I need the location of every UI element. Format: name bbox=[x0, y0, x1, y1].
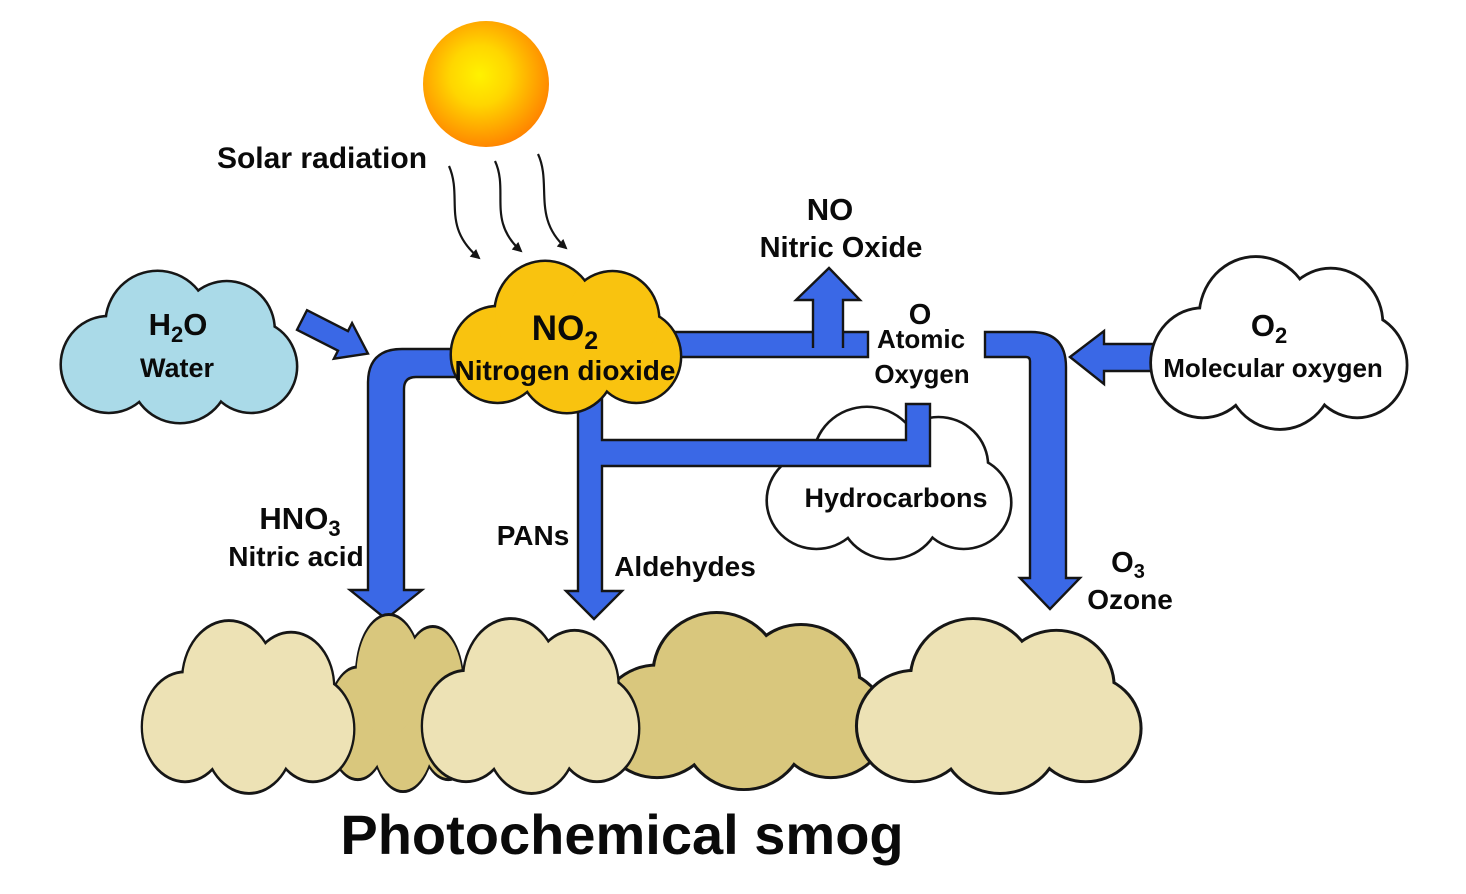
label-o-formula: O bbox=[909, 299, 932, 331]
solar-ray bbox=[494, 160, 523, 253]
label-atomic: Atomic bbox=[877, 324, 965, 354]
solar-ray bbox=[537, 153, 568, 250]
label-hno3-formula: HNO3 bbox=[259, 501, 340, 541]
smog-cloud-light bbox=[143, 622, 353, 792]
labels: Solar radiation H2O Water NO2 Nitrogen d… bbox=[140, 142, 1383, 866]
label-aldehydes: Aldehydes bbox=[614, 551, 756, 582]
solar-rays bbox=[447, 153, 568, 260]
label-h2o-formula: H2O bbox=[149, 307, 208, 347]
label-nitric-acid: Nitric acid bbox=[228, 541, 363, 572]
smog-cloud-light bbox=[858, 620, 1140, 792]
label-oxygen: Oxygen bbox=[874, 359, 969, 389]
arrow-up-nitric-oxide bbox=[793, 266, 863, 348]
pipe-down-nitric-acid-arrow bbox=[346, 347, 467, 621]
sun bbox=[423, 21, 549, 147]
label-no2-formula: NO2 bbox=[532, 309, 598, 355]
label-molecular-oxygen: Molecular oxygen bbox=[1163, 353, 1383, 383]
label-water: Water bbox=[140, 353, 215, 383]
pipe-no2-hydrocarbons-pans-arrow bbox=[563, 392, 932, 621]
label-solar-radiation: Solar radiation bbox=[217, 142, 427, 175]
label-o3-formula: O3 bbox=[1111, 547, 1145, 583]
label-nitric-oxide: Nitric Oxide bbox=[760, 232, 923, 264]
label-nitrogen-dioxide: Nitrogen dioxide bbox=[455, 355, 676, 386]
flow-pipes bbox=[295, 266, 1159, 621]
solar-ray bbox=[447, 165, 481, 260]
label-hydrocarbons: Hydrocarbons bbox=[804, 483, 987, 513]
pipe-down-ozone-arrow bbox=[983, 330, 1083, 611]
smog-clouds bbox=[143, 614, 1140, 792]
label-ozone: Ozone bbox=[1087, 584, 1173, 615]
smog-cloud-dark bbox=[600, 614, 885, 788]
label-o2-formula: O2 bbox=[1251, 308, 1287, 348]
diagram-title: Photochemical smog bbox=[340, 803, 903, 866]
label-pans: PANs bbox=[497, 520, 570, 551]
arrow-water-to-no2 bbox=[295, 308, 370, 361]
label-no-formula: NO bbox=[807, 192, 854, 227]
arrow-oxygen-into-pipe bbox=[1068, 328, 1159, 387]
